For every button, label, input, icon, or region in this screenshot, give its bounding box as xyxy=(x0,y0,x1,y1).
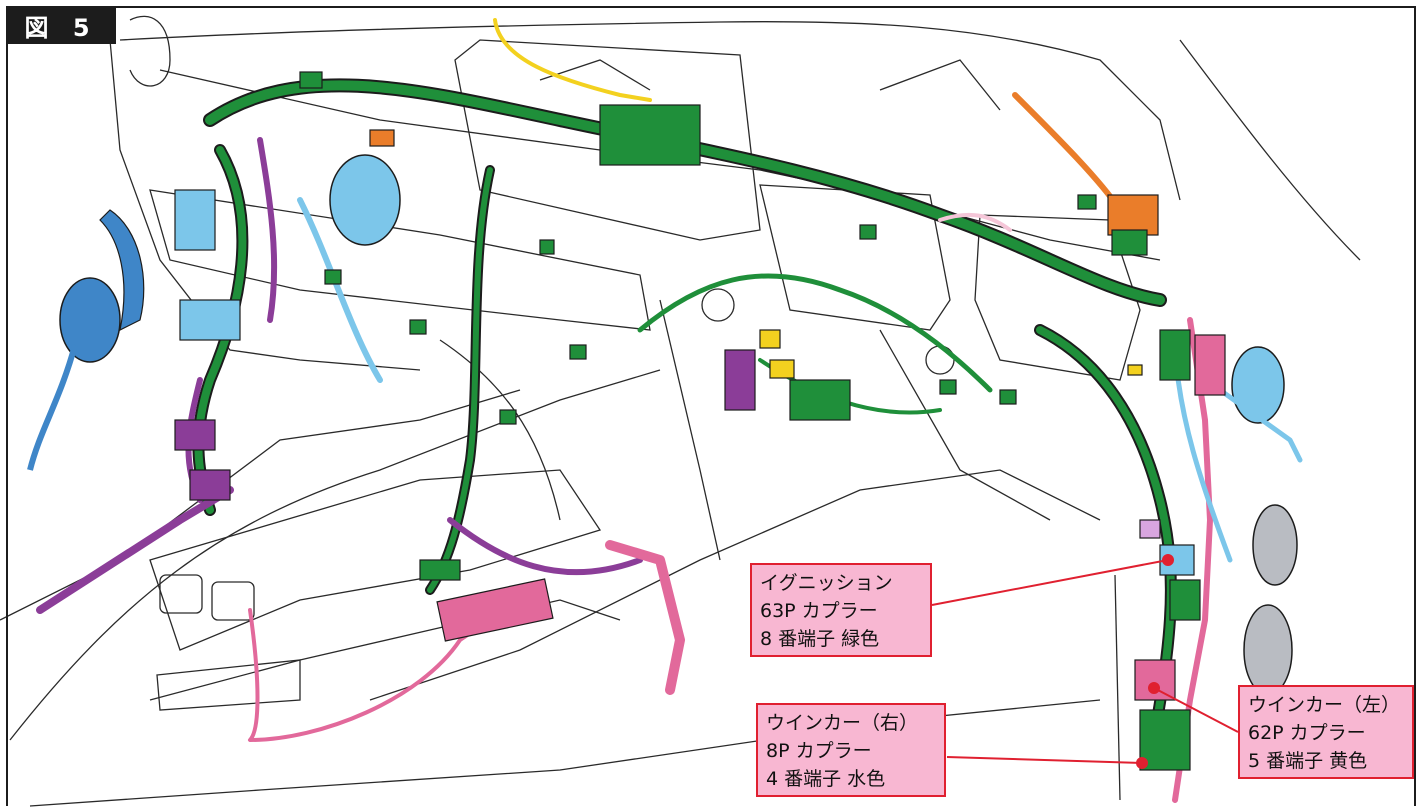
grommets xyxy=(27,154,1298,696)
frame-left xyxy=(6,6,8,806)
callout-line: 62P カプラー xyxy=(1248,722,1366,744)
figure-label: 図 5 xyxy=(6,6,116,44)
callout-line: ウインカー（左） xyxy=(1248,694,1401,716)
frame-right xyxy=(1414,6,1416,806)
connectors xyxy=(174,71,1226,771)
callout-line: 8P カプラー xyxy=(766,740,872,762)
callout-line: 8 番端子 緑色 xyxy=(760,628,880,650)
callout-line: 4 番端子 水色 xyxy=(766,768,886,790)
callout-line: ウインカー（右） xyxy=(766,712,919,734)
frame-top xyxy=(6,6,1416,8)
callout-winker-right: ウインカー（右） 8P カプラー 4 番端子 水色 xyxy=(756,703,946,797)
callout-line: 63P カプラー xyxy=(760,600,878,622)
callout-leaders xyxy=(931,554,1239,769)
callout-line: 5 番端子 黄色 xyxy=(1248,750,1368,772)
callout-winker-left: ウインカー（左） 62P カプラー 5 番端子 黄色 xyxy=(1238,685,1414,779)
callout-line: イグニッション xyxy=(760,572,893,594)
callout-ignition: イグニッション 63P カプラー 8 番端子 緑色 xyxy=(750,563,932,657)
